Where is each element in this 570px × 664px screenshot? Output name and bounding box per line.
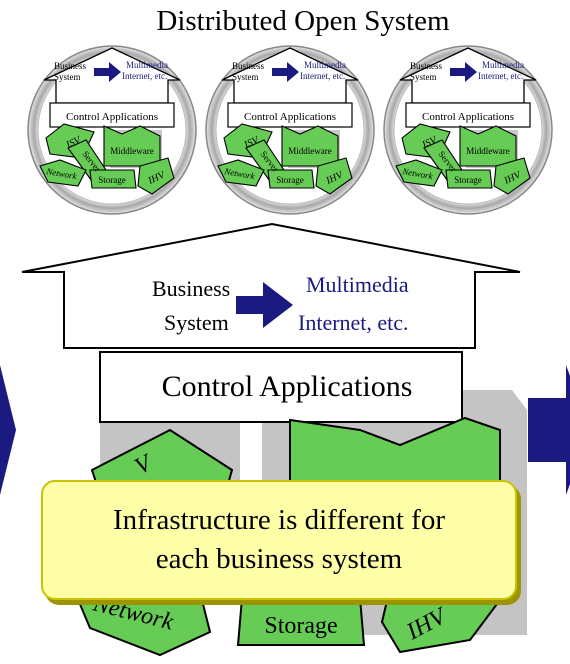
mini-system-1-control: Control Applications xyxy=(66,111,158,123)
mini-system-2-middleware: Middleware xyxy=(288,146,331,156)
large-system-label: System xyxy=(164,310,229,335)
mini-system-3-storage: Storage xyxy=(454,175,482,185)
mini-system-1-multimedia: Multimedia xyxy=(126,60,168,70)
mini-system-3-internet: Internet, etc. xyxy=(478,71,523,81)
infrastructure-callout: Infrastructure is different for each bus… xyxy=(41,480,517,600)
mini-system-2-multimedia: Multimedia xyxy=(304,60,346,70)
mini-system-2-system: System xyxy=(232,72,259,82)
mini-system-3: Business System Multimedia Internet, etc… xyxy=(383,45,553,215)
mini-system-1-business: Business xyxy=(54,61,87,71)
large-control-box xyxy=(99,351,463,423)
mini-system-3-system: System xyxy=(410,72,437,82)
large-multimedia-label: Multimedia xyxy=(306,272,409,297)
mini-system-3-middleware: Middleware xyxy=(466,146,509,156)
callout-line-2: each business system xyxy=(155,543,403,575)
mini-system-1: Business System Multimedia Internet, etc… xyxy=(27,45,197,215)
mini-system-2-internet: Internet, etc. xyxy=(300,71,345,81)
mini-system-2-storage: Storage xyxy=(276,175,304,185)
callout-line-1: Infrastructure is different for xyxy=(112,504,445,536)
mini-system-1-system: System xyxy=(54,72,81,82)
large-roof xyxy=(21,222,521,349)
diagram-title: Distributed Open System xyxy=(156,5,450,37)
mini-system-3-multimedia: Multimedia xyxy=(482,60,524,70)
large-storage-label: Storage xyxy=(264,613,337,639)
mini-system-3-control: Control Applications xyxy=(422,111,514,123)
mini-system-3-business: Business xyxy=(410,61,443,71)
mini-system-2-business: Business xyxy=(232,61,265,71)
mini-system-2-control: Control Applications xyxy=(244,111,336,123)
business-to-multimedia-arrow xyxy=(236,282,293,328)
large-business-label: Business xyxy=(152,276,230,301)
right-arrow xyxy=(528,365,570,495)
mini-system-1-middleware: Middleware xyxy=(110,146,153,156)
mini-system-2: Business System Multimedia Internet, etc… xyxy=(205,45,375,215)
mini-system-1-storage: Storage xyxy=(98,175,126,185)
left-arrow xyxy=(0,365,16,495)
large-internet-label: Internet, etc. xyxy=(298,310,409,335)
large-control-label: Control Applications xyxy=(162,370,413,403)
mini-system-1-internet: Internet, etc. xyxy=(122,71,167,81)
